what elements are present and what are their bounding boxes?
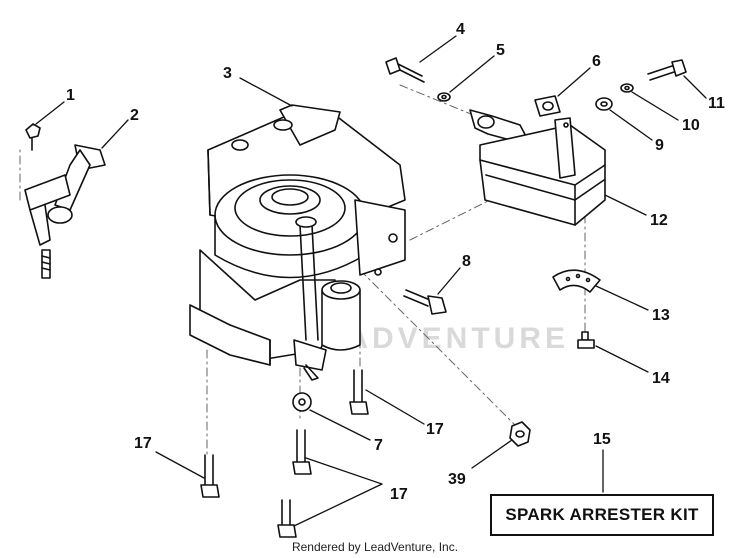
- mount-bolts-part-17: [200, 369, 369, 538]
- callout-17-left: 17: [134, 435, 152, 452]
- callout-3: 3: [223, 65, 232, 82]
- bolt-part-8: [403, 289, 447, 315]
- leader-lines: [35, 35, 707, 527]
- engine-part-3: [189, 104, 406, 381]
- nut-part-39: [509, 421, 531, 447]
- callout-17-bottom: 17: [390, 486, 408, 503]
- star-washer-part-7: [292, 392, 312, 412]
- callout-10: 10: [682, 117, 700, 134]
- callout-4: 4: [456, 21, 465, 38]
- callout-12: 12: [650, 212, 668, 229]
- callout-labels: 1 2 3 4 5 6 7 8 9 10 11 12 13 14 15 17 1…: [66, 21, 725, 503]
- callout-15: 15: [593, 431, 611, 448]
- callout-9: 9: [655, 137, 664, 154]
- callout-5: 5: [496, 42, 505, 59]
- callout-39: 39: [448, 471, 466, 488]
- callout-17-right: 17: [426, 421, 444, 438]
- callout-7: 7: [374, 437, 383, 454]
- callout-8: 8: [462, 253, 471, 270]
- spark-arrester-kit-box: SPARK ARRESTER KIT: [490, 494, 714, 536]
- callout-1: 1: [66, 87, 75, 104]
- callout-2: 2: [130, 107, 139, 124]
- callout-6: 6: [592, 53, 601, 70]
- callout-11: 11: [708, 95, 725, 112]
- spark-arrester-parts: [552, 269, 601, 349]
- footer-credit: Rendered by LeadVenture, Inc.: [291, 540, 459, 554]
- callout-13: 13: [652, 307, 670, 324]
- callout-14: 14: [652, 370, 670, 387]
- throttle-control-part-2: [24, 123, 106, 279]
- muffler-assembly: [385, 57, 687, 226]
